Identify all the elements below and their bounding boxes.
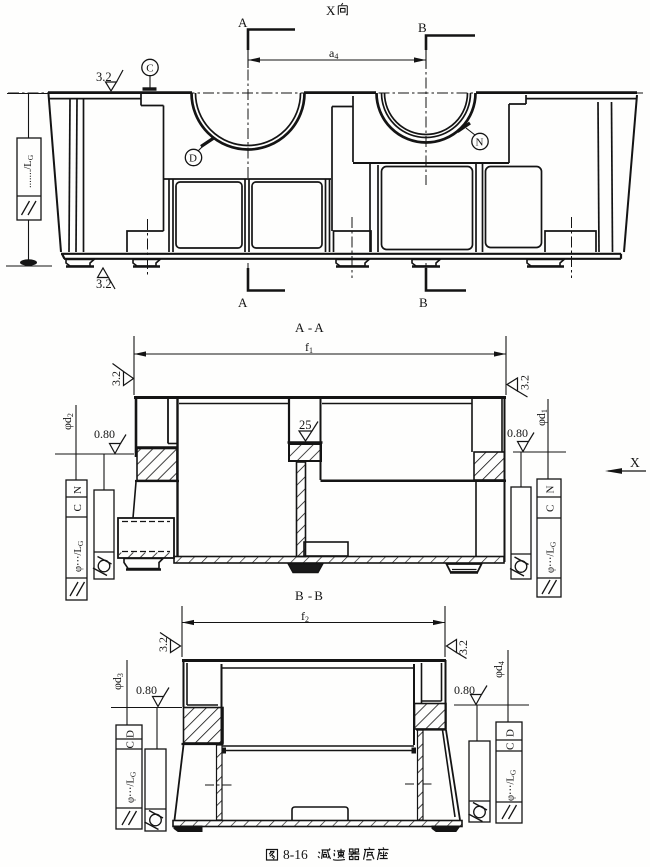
svg-text:φ⋯/LG: φ⋯/LG [546,541,558,573]
svg-text:3.2: 3.2 [96,277,112,291]
svg-text:φ⋯/LG: φ⋯/LG [506,769,518,801]
svg-text:φ⋯/LG: φ⋯/LG [126,771,138,803]
svg-text:A: A [238,295,248,310]
svg-text:0.80: 0.80 [94,427,115,441]
svg-text:φd3: φd3 [110,673,125,690]
svg-text:3.2: 3.2 [156,637,170,652]
svg-text:N: N [545,486,557,494]
svg-text:......./LG: ......./LG [23,154,35,188]
svg-text:3.2: 3.2 [456,640,470,655]
svg-text:f1: f1 [305,340,313,355]
svg-text:25: 25 [299,418,312,432]
svg-text:B: B [419,295,428,310]
svg-text:X: X [326,3,336,18]
svg-text:3.2: 3.2 [518,375,532,390]
svg-text:0.80: 0.80 [454,683,475,697]
svg-text:a4: a4 [329,46,338,61]
svg-text:D: D [189,153,197,165]
svg-text:φd4: φd4 [491,661,506,678]
svg-text:3.2: 3.2 [96,70,112,84]
svg-text:0.80: 0.80 [507,426,528,440]
svg-text:φd2: φd2 [60,413,75,430]
svg-text:B -B: B -B [295,588,323,603]
svg-text:C: C [72,504,84,511]
svg-text:N: N [72,486,84,494]
svg-text:φd1: φd1 [534,409,549,426]
svg-text:8-16: 8-16 [283,847,308,862]
svg-text:0.80: 0.80 [136,683,157,697]
svg-text:D: D [125,730,137,738]
svg-text:B: B [418,20,427,35]
svg-text:C: C [505,743,517,750]
svg-text:N: N [476,137,484,149]
svg-text:C: C [125,741,137,748]
svg-text:X: X [630,455,640,470]
svg-text:C: C [545,505,557,512]
svg-text:D: D [505,729,517,737]
svg-text:C: C [146,63,153,75]
svg-text:f2: f2 [301,609,309,624]
svg-text:3.2: 3.2 [109,371,123,386]
svg-text:φ⋯/LG: φ⋯/LG [73,540,85,572]
svg-text:A -A: A -A [295,320,324,335]
svg-text:A: A [238,15,248,30]
